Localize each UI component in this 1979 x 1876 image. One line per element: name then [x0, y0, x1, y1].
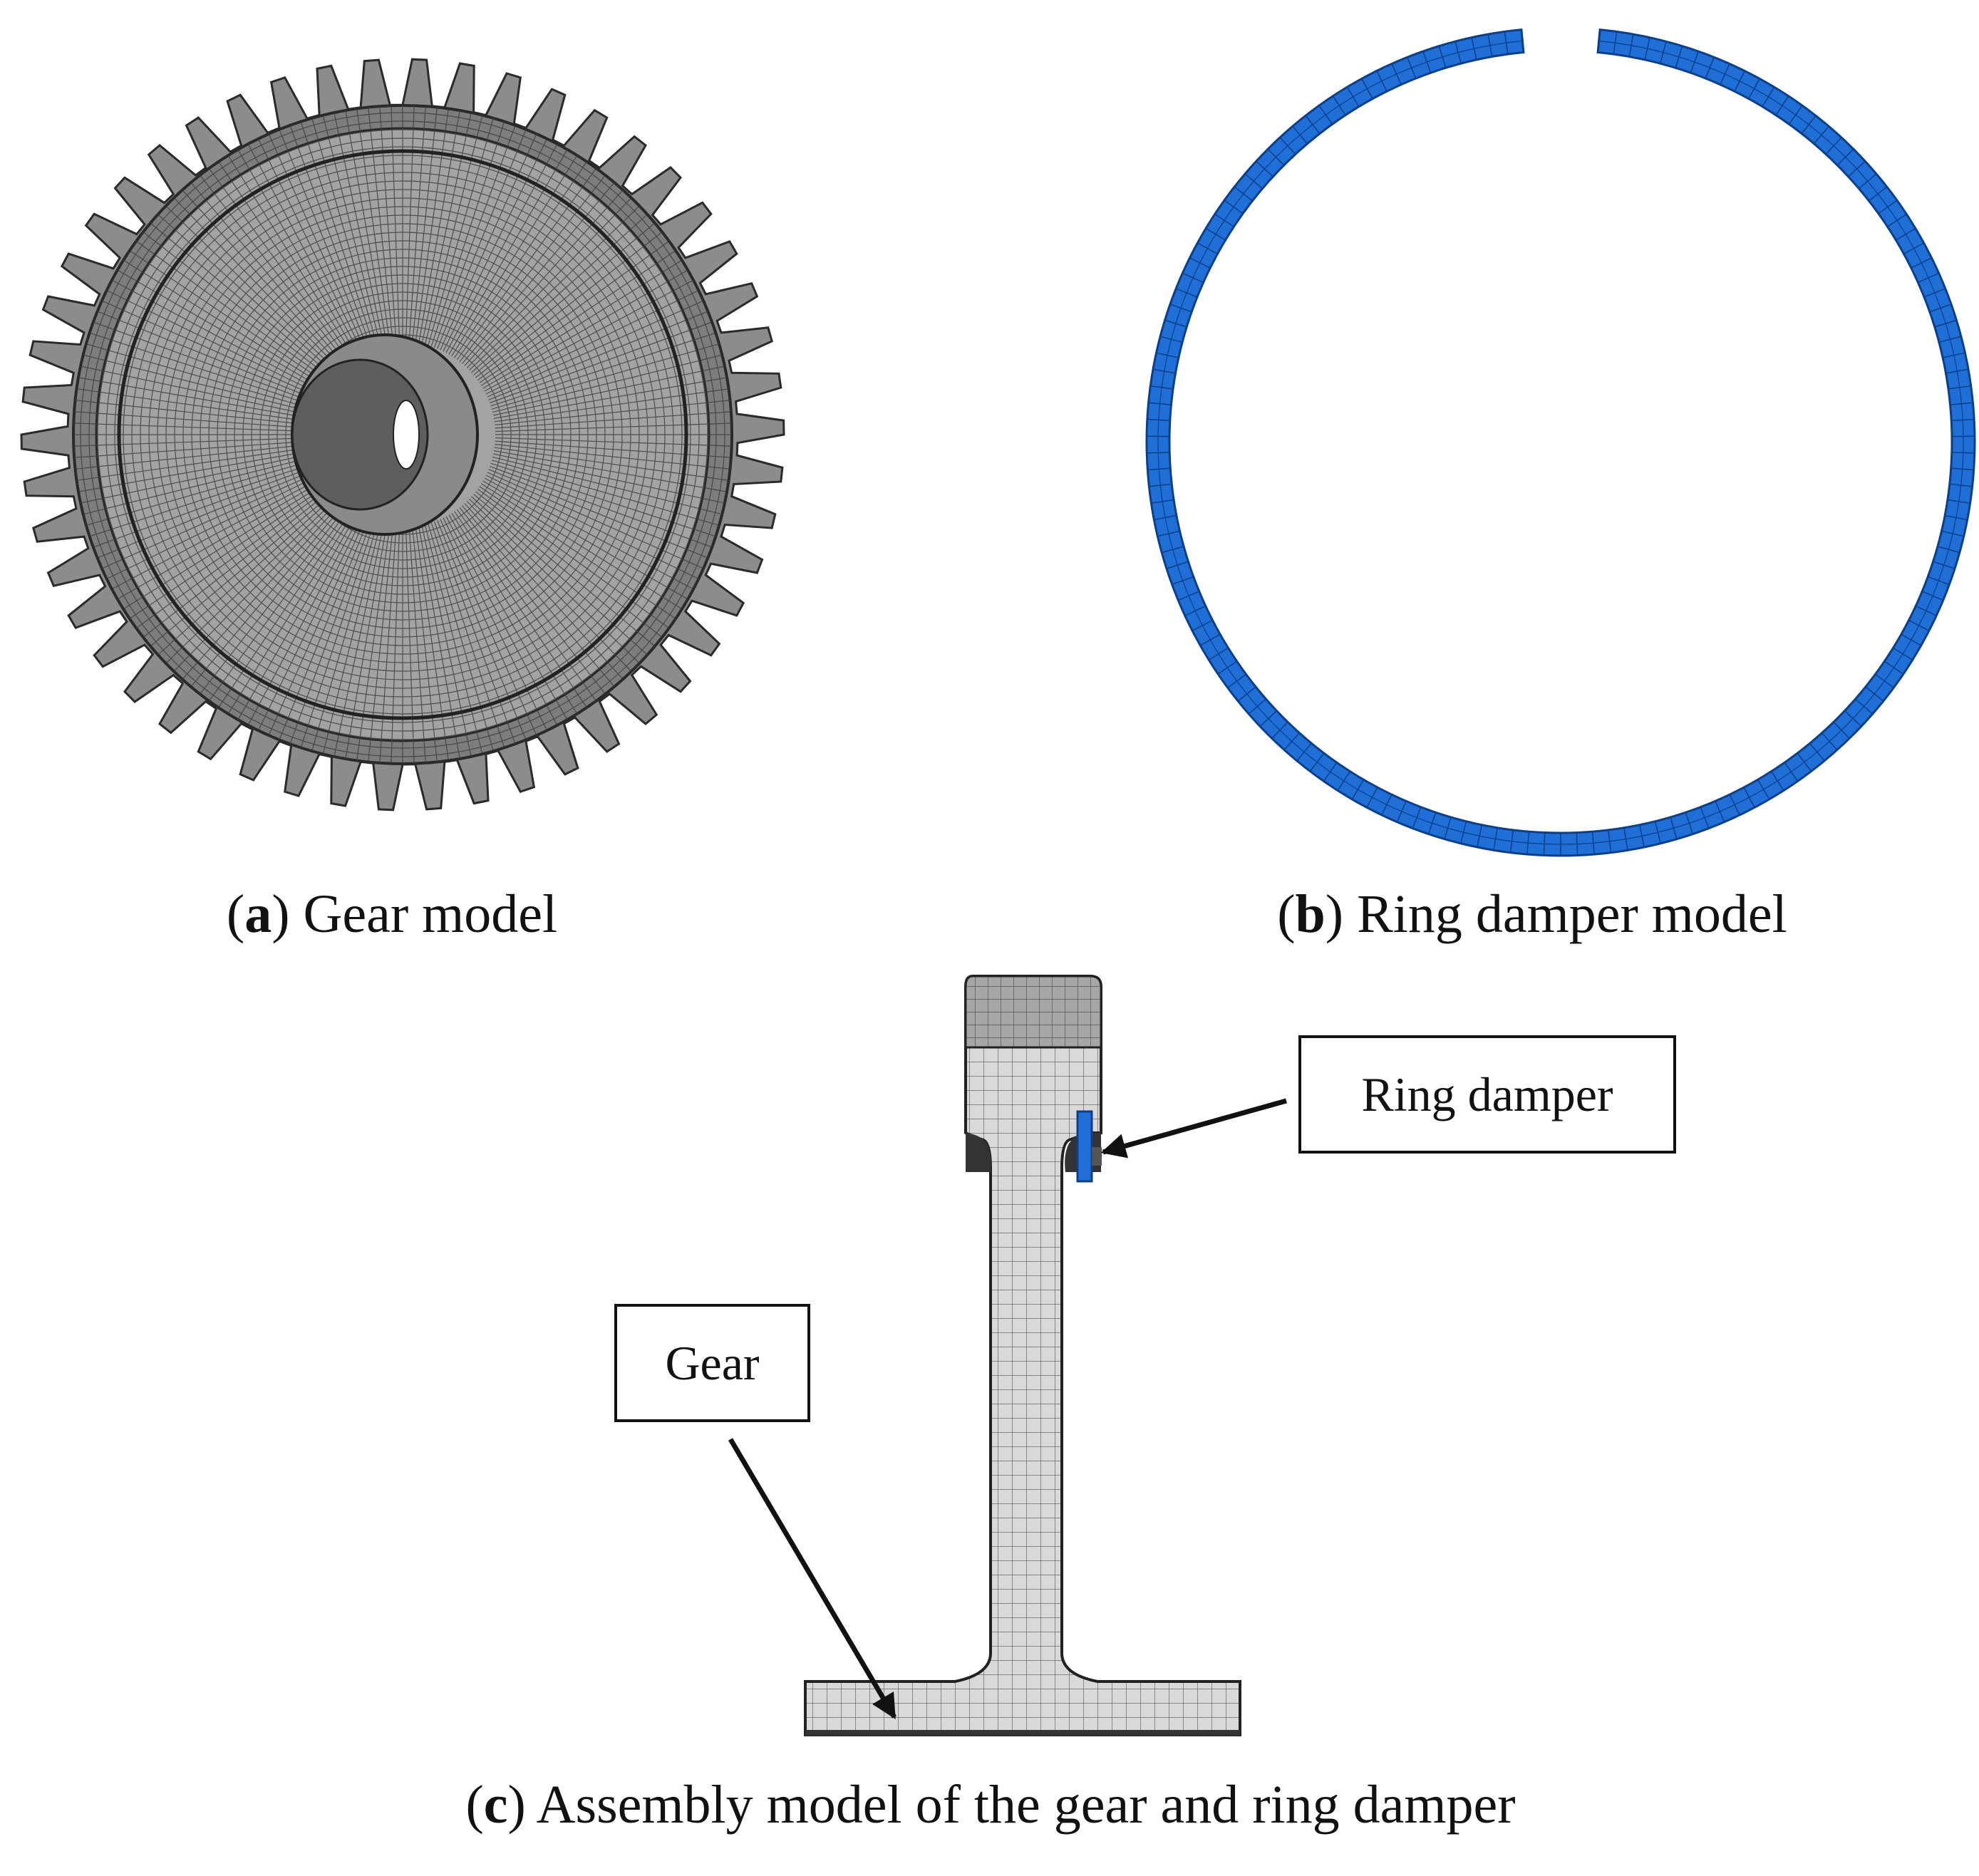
- caption-b-text: Ring damper model: [1357, 884, 1787, 944]
- caption-c-letter: c: [483, 1775, 508, 1835]
- caption-a: (a) Gear model: [226, 884, 558, 944]
- ring-damper-midline: [1157, 40, 1964, 845]
- gear-cross-section: [804, 975, 1241, 1736]
- gear-mesh-lines: [73, 105, 732, 764]
- ring-damper-band: [1145, 28, 1976, 857]
- caption-b-letter: b: [1295, 884, 1326, 944]
- ring-damper-figure: [1112, 0, 1979, 876]
- assembly-figure: [0, 948, 1979, 1767]
- gear-bore-wall: [291, 358, 429, 511]
- gear-rim-top: [964, 975, 1102, 1049]
- gear-model-figure: [0, 0, 805, 876]
- assembly-cross-section: [728, 975, 1287, 1736]
- hub-bottom-edge: [805, 1730, 1240, 1736]
- ring-damper-label: Ring damper: [1361, 1067, 1613, 1121]
- ring-damper-arrow: [1100, 1098, 1287, 1159]
- caption-c: (c) Assembly model of the gear and ring …: [465, 1775, 1516, 1835]
- ring-damper-section: [1076, 1110, 1093, 1183]
- gear-bore-hole: [393, 400, 420, 470]
- ring-damper-drawing: [1145, 28, 1976, 857]
- gear-label: Gear: [665, 1335, 760, 1390]
- gear-arrow: [728, 1438, 897, 1720]
- caption-c-text: Assembly model of the gear and ring damp…: [536, 1775, 1516, 1835]
- rim-fillet-left: [966, 1133, 991, 1172]
- gear-web-shoulder: [117, 149, 688, 720]
- gear-label-box: Gear: [614, 1304, 810, 1422]
- gear-mesh-drawing: [20, 58, 785, 812]
- caption-a-letter: a: [244, 884, 272, 944]
- caption-b: (b) Ring damper model: [1277, 884, 1787, 944]
- damper-groove: [1092, 1147, 1102, 1166]
- ring-damper-label-box: Ring damper: [1298, 1035, 1676, 1154]
- caption-a-text: Gear model: [303, 884, 558, 944]
